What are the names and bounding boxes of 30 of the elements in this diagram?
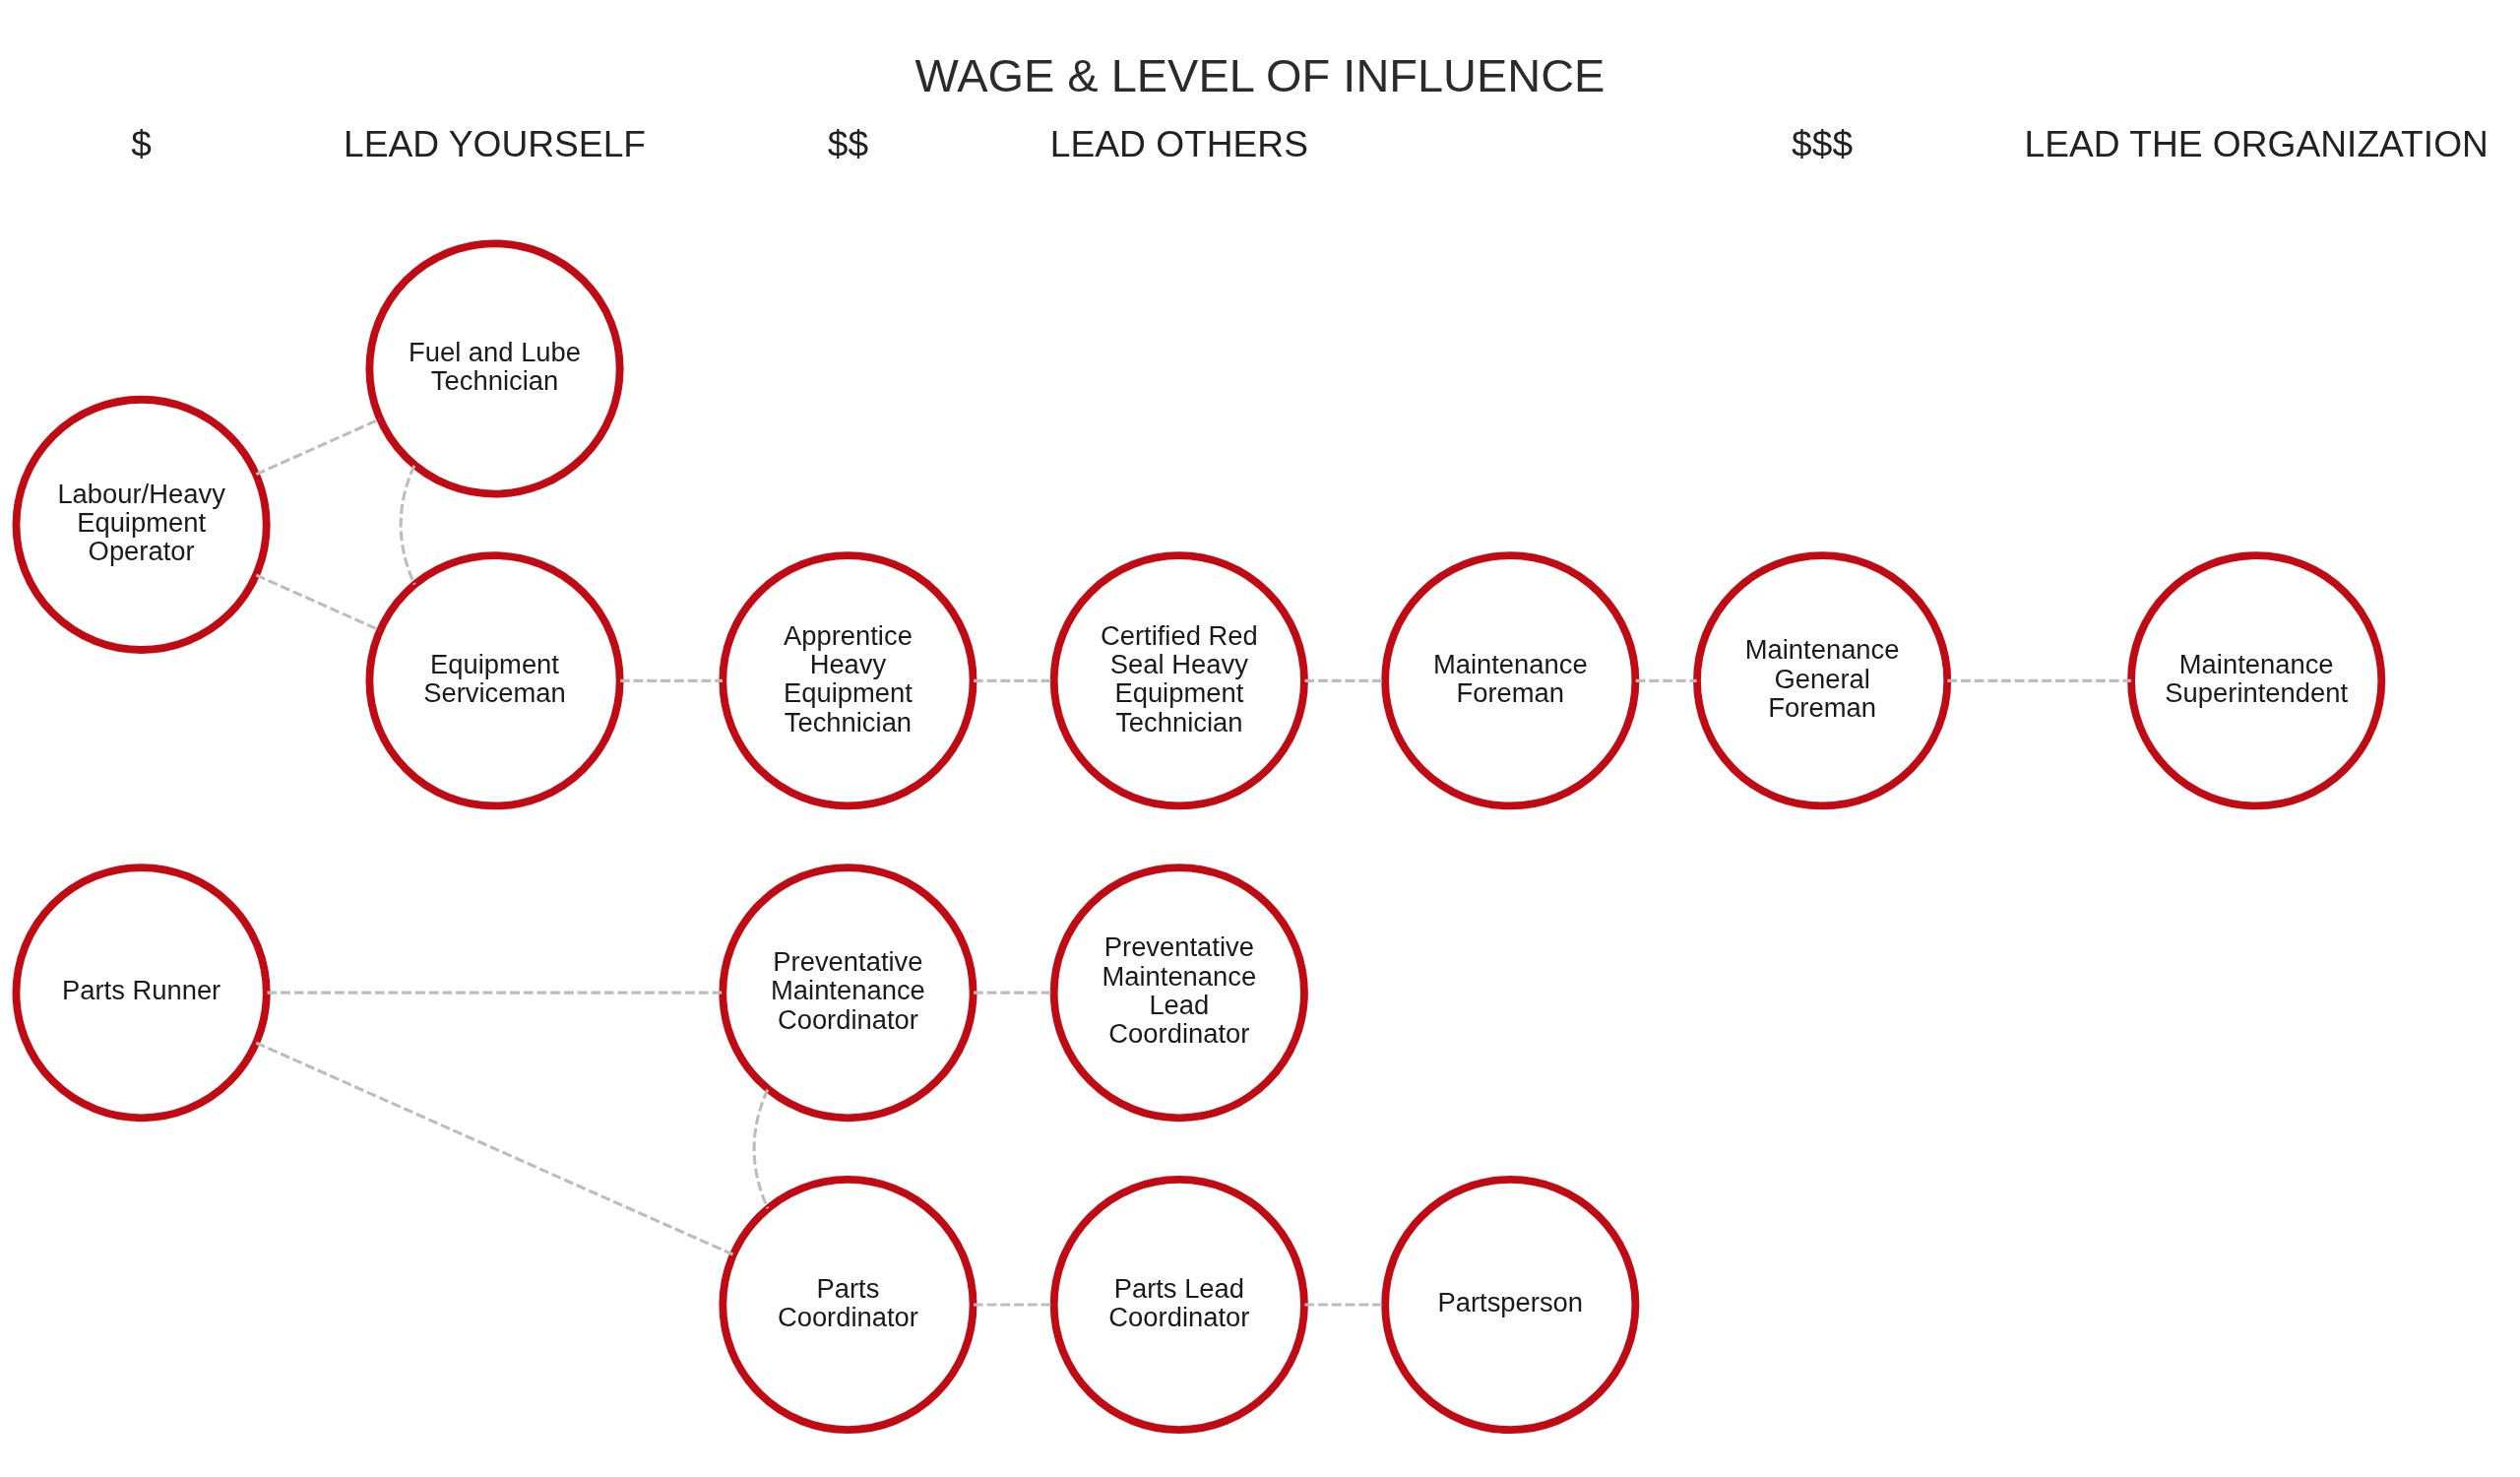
diagram-title: WAGE & LEVEL OF INFLUENCE: [914, 50, 1606, 102]
label: LEAD YOURSELF: [344, 122, 647, 164]
node-circle: Parts Runner: [12, 864, 271, 1123]
node-circle: Apprentice Heavy Equipment Technician: [719, 551, 977, 810]
connector: [255, 1041, 734, 1256]
node-circle: Labour/Heavy Equipment Operator: [12, 395, 271, 654]
connector: [267, 991, 724, 995]
node-circle: Preventative Maintenance Lead Coordinator: [1049, 864, 1308, 1123]
label: $$$: [1792, 122, 1854, 164]
node-circle: Preventative Maintenance Coordinator: [719, 864, 977, 1123]
node-circle: Partsperson: [1381, 1176, 1640, 1435]
label: LEAD OTHERS: [1049, 122, 1308, 164]
node-circle: Parts Lead Coordinator: [1049, 1176, 1308, 1435]
node-circle: Equipment Serviceman: [365, 551, 624, 810]
label: LEAD THE ORGANIZATION: [2024, 122, 2488, 164]
label: $$: [827, 122, 869, 164]
node-circle: Fuel and Lube Technician: [365, 239, 624, 498]
connector: [1304, 1303, 1385, 1307]
node-circle: Maintenance Foreman: [1381, 551, 1640, 810]
connector: [1635, 678, 1697, 682]
node-circle: Certified Red Seal Heavy Equipment Technician: [1049, 551, 1308, 810]
node-circle: Maintenance General Foreman: [1693, 551, 1952, 810]
node-circle: Maintenance Superintendent: [2127, 551, 2386, 810]
connector: [752, 1089, 770, 1209]
connector: [620, 678, 723, 682]
label: $: [131, 122, 152, 164]
connector: [1947, 678, 2131, 682]
connector: [1304, 678, 1385, 682]
node-circle: Parts Coordinator: [719, 1176, 977, 1435]
connector: [399, 465, 416, 586]
